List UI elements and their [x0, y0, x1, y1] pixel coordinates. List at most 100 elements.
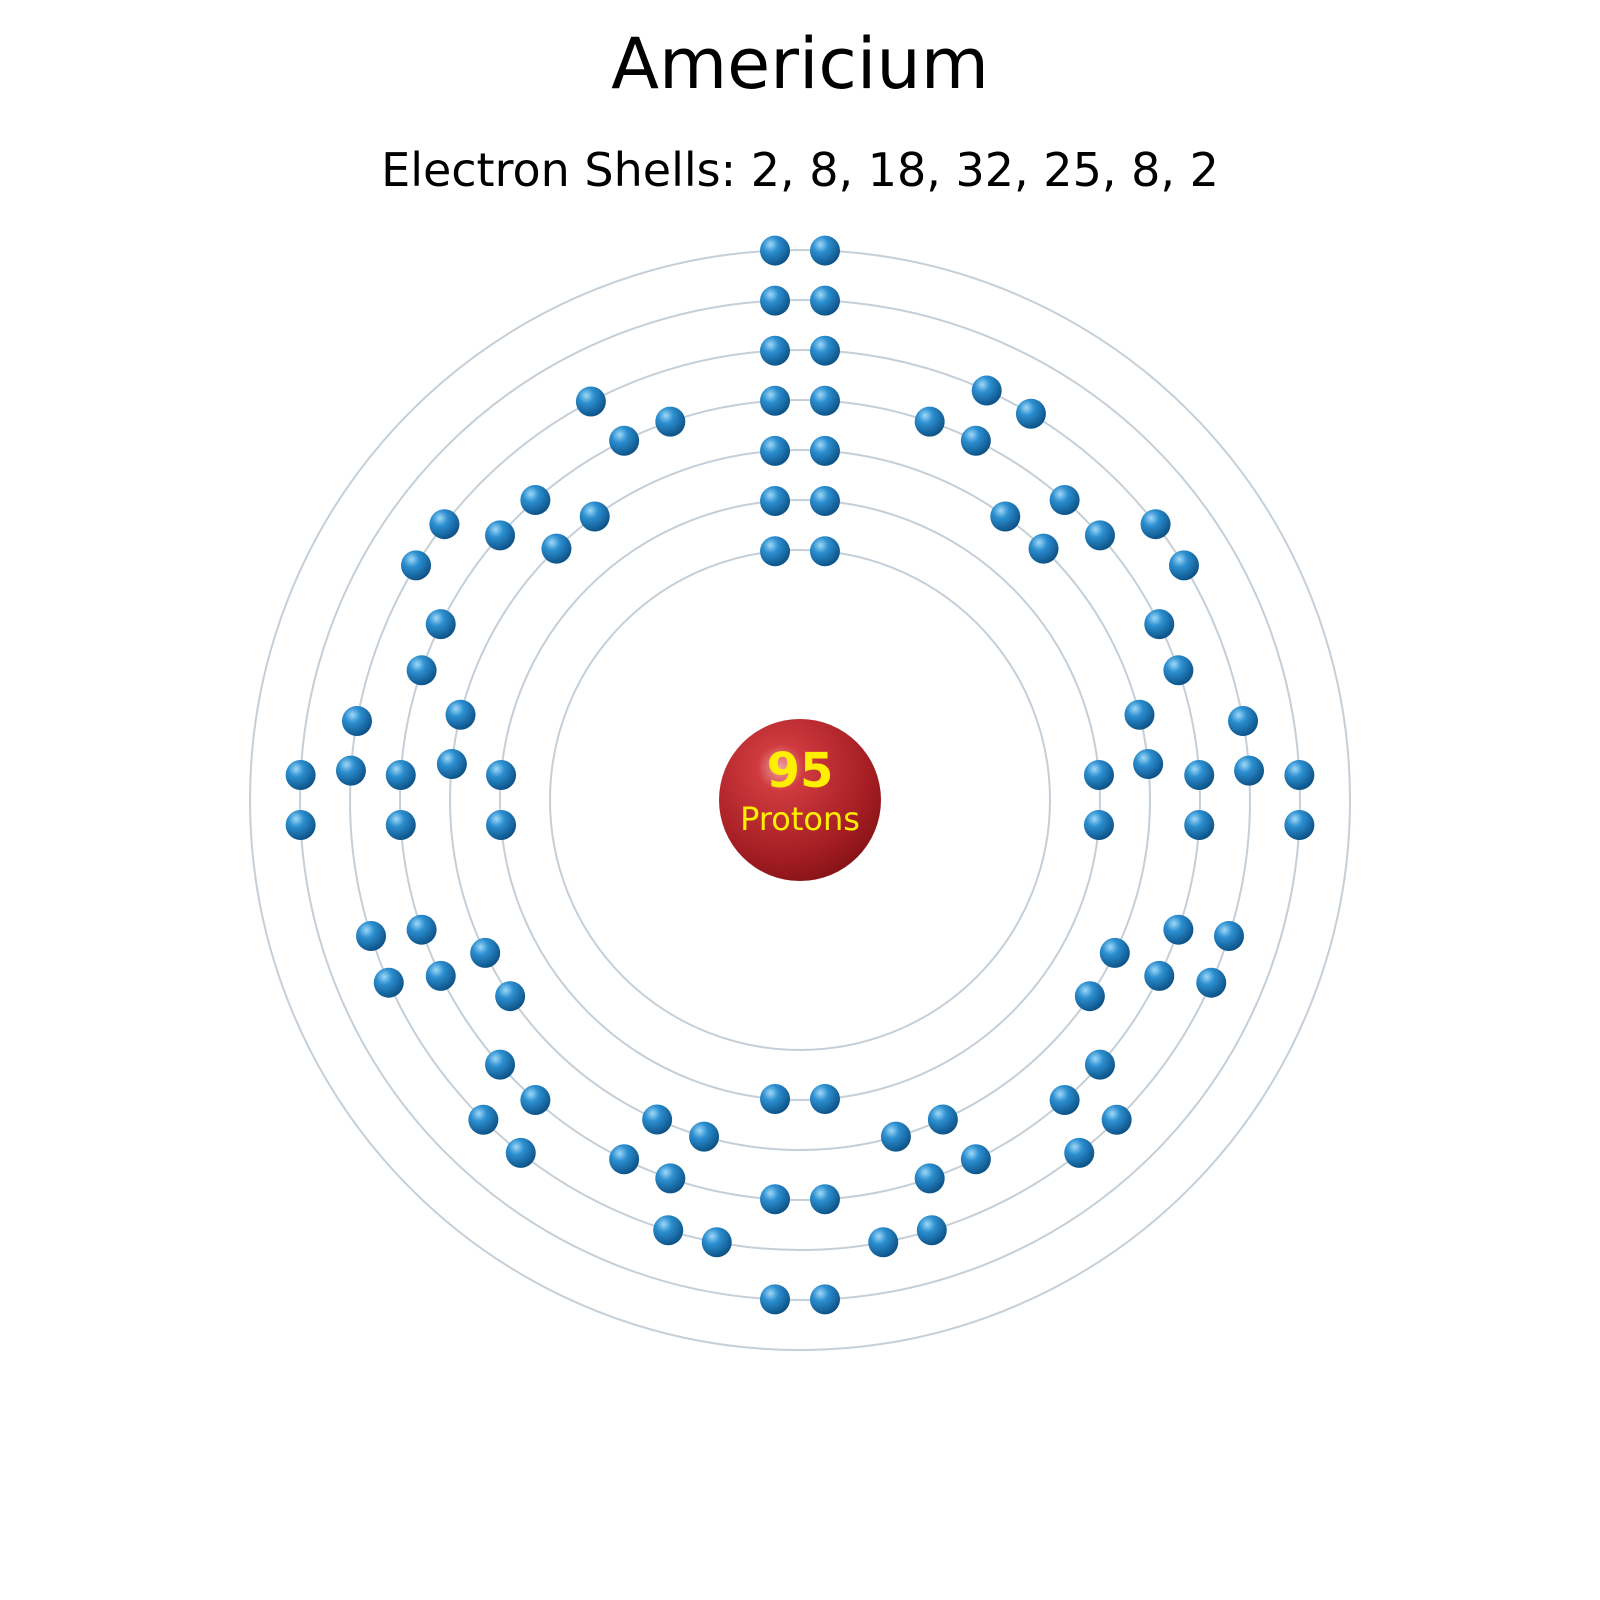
- electron-shell-2-1: [760, 486, 791, 517]
- electron-shell-4-12: [1144, 960, 1175, 991]
- electron-shell-4-27: [406, 655, 437, 686]
- electron-shell-5-20: [356, 920, 387, 951]
- orbit-shell-4: [399, 399, 1201, 1201]
- electron-shell-3-4: [1028, 533, 1059, 564]
- orbit-shell-6: [299, 299, 1301, 1301]
- electron-shell-4-23: [425, 960, 456, 991]
- orbit-rings: [249, 249, 1351, 1351]
- electron-shell-5-14: [868, 1227, 899, 1258]
- electron-shell-4-31: [609, 425, 640, 456]
- electron-shell-5-4: [1015, 398, 1046, 429]
- electron-shell-3-14: [470, 937, 501, 968]
- electron-shell-5-5: [1140, 509, 1171, 540]
- electron-shell-4-14: [1049, 1084, 1080, 1115]
- electron-shell-2-6: [760, 1083, 791, 1114]
- electron-shell-4-28: [425, 609, 456, 640]
- electron-shell-4-7: [1144, 609, 1175, 640]
- proton-count: 95: [767, 743, 834, 799]
- electron-shell-5-10: [1196, 967, 1227, 998]
- electron-shell-5-15: [701, 1227, 732, 1258]
- electron-shell-6-2: [809, 285, 840, 316]
- electron-shell-4-30: [520, 485, 551, 516]
- electron-shell-3-11: [689, 1121, 720, 1152]
- electron-shell-4-4: [960, 425, 991, 456]
- electron-shell-5-21: [335, 755, 366, 786]
- electron-shell-3-12: [642, 1104, 673, 1135]
- electron-shell-4-2: [809, 385, 840, 416]
- electron-shell-2-3: [1083, 760, 1114, 791]
- electron-shell-7-1: [760, 235, 791, 266]
- electron-shell-4-19: [655, 1163, 686, 1194]
- electrons: [285, 235, 1315, 1315]
- orbit-shell-3: [449, 449, 1151, 1151]
- electron-shell-4-9: [1184, 760, 1215, 791]
- electron-shell-4-6: [1084, 520, 1115, 551]
- electron-shell-3-9: [927, 1104, 958, 1135]
- electron-shell-4-32: [655, 406, 686, 437]
- electron-shell-6-8: [285, 760, 316, 791]
- electron-shell-3-16: [445, 699, 476, 730]
- electron-shell-5-12: [1064, 1137, 1095, 1168]
- electron-shell-4-21: [520, 1084, 551, 1115]
- protons-label: Protons: [740, 800, 860, 838]
- electron-shell-3-1: [760, 435, 791, 466]
- electron-shell-3-18: [579, 501, 610, 532]
- electron-shell-5-18: [468, 1104, 499, 1135]
- electron-shell-5-3: [971, 375, 1002, 406]
- electron-shell-3-3: [990, 501, 1021, 532]
- electron-shell-4-8: [1163, 655, 1194, 686]
- electron-shell-4-17: [809, 1184, 840, 1215]
- electron-shell-6-5: [809, 1284, 840, 1315]
- electron-shell-4-29: [485, 520, 516, 551]
- element-title: Americium: [611, 23, 989, 105]
- electron-shell-4-5: [1049, 485, 1080, 516]
- electron-shell-5-11: [1101, 1104, 1132, 1135]
- electron-shell-5-25: [575, 386, 606, 417]
- electron-shell-4-22: [485, 1049, 516, 1080]
- electron-shell-5-16: [653, 1215, 684, 1246]
- electron-shell-4-13: [1084, 1049, 1115, 1080]
- nucleus: 95 Protons: [719, 719, 881, 881]
- electron-shell-4-11: [1163, 914, 1194, 945]
- electron-shell-6-4: [1284, 809, 1315, 840]
- electron-shell-4-20: [609, 1144, 640, 1175]
- electron-shell-6-3: [1284, 760, 1315, 791]
- electron-shell-5-1: [760, 335, 791, 366]
- electron-shell-6-6: [760, 1284, 791, 1315]
- electron-shell-4-26: [385, 760, 416, 791]
- electron-shell-3-17: [541, 533, 572, 564]
- electron-shell-5-13: [916, 1215, 947, 1246]
- orbit-shell-2: [499, 499, 1101, 1101]
- electron-shell-3-6: [1133, 748, 1164, 779]
- electron-shell-6-1: [760, 285, 791, 316]
- electron-shell-3-13: [495, 981, 526, 1012]
- electron-shell-5-17: [505, 1137, 536, 1168]
- electron-shell-4-16: [914, 1163, 945, 1194]
- electron-shell-2-5: [809, 1083, 840, 1114]
- orbit-shell-7: [249, 249, 1351, 1351]
- electron-shell-2-2: [809, 486, 840, 517]
- electron-shell-6-7: [285, 809, 316, 840]
- electron-shell-2-8: [486, 760, 517, 791]
- electron-shell-5-2: [809, 335, 840, 366]
- electron-shell-5-9: [1213, 920, 1244, 951]
- electron-shell-3-7: [1099, 937, 1130, 968]
- electron-shell-4-10: [1184, 809, 1215, 840]
- electron-shells-subtitle: Electron Shells: 2, 8, 18, 32, 25, 8, 2: [381, 143, 1219, 197]
- electron-shell-4-3: [914, 406, 945, 437]
- electron-shell-2-7: [486, 809, 517, 840]
- electron-shell-5-24: [429, 509, 460, 540]
- electron-shell-5-7: [1228, 706, 1259, 737]
- electron-shell-3-10: [880, 1121, 911, 1152]
- electron-shell-3-5: [1124, 699, 1155, 730]
- electron-shell-1-1: [760, 536, 791, 567]
- electron-shell-4-15: [960, 1144, 991, 1175]
- electron-shell-7-2: [809, 235, 840, 266]
- electron-shell-5-19: [373, 967, 404, 998]
- electron-shell-3-15: [436, 748, 467, 779]
- electron-shell-1-2: [809, 536, 840, 567]
- electron-shell-3-8: [1074, 981, 1105, 1012]
- electron-shell-5-6: [1168, 550, 1199, 581]
- electron-shell-4-24: [406, 914, 437, 945]
